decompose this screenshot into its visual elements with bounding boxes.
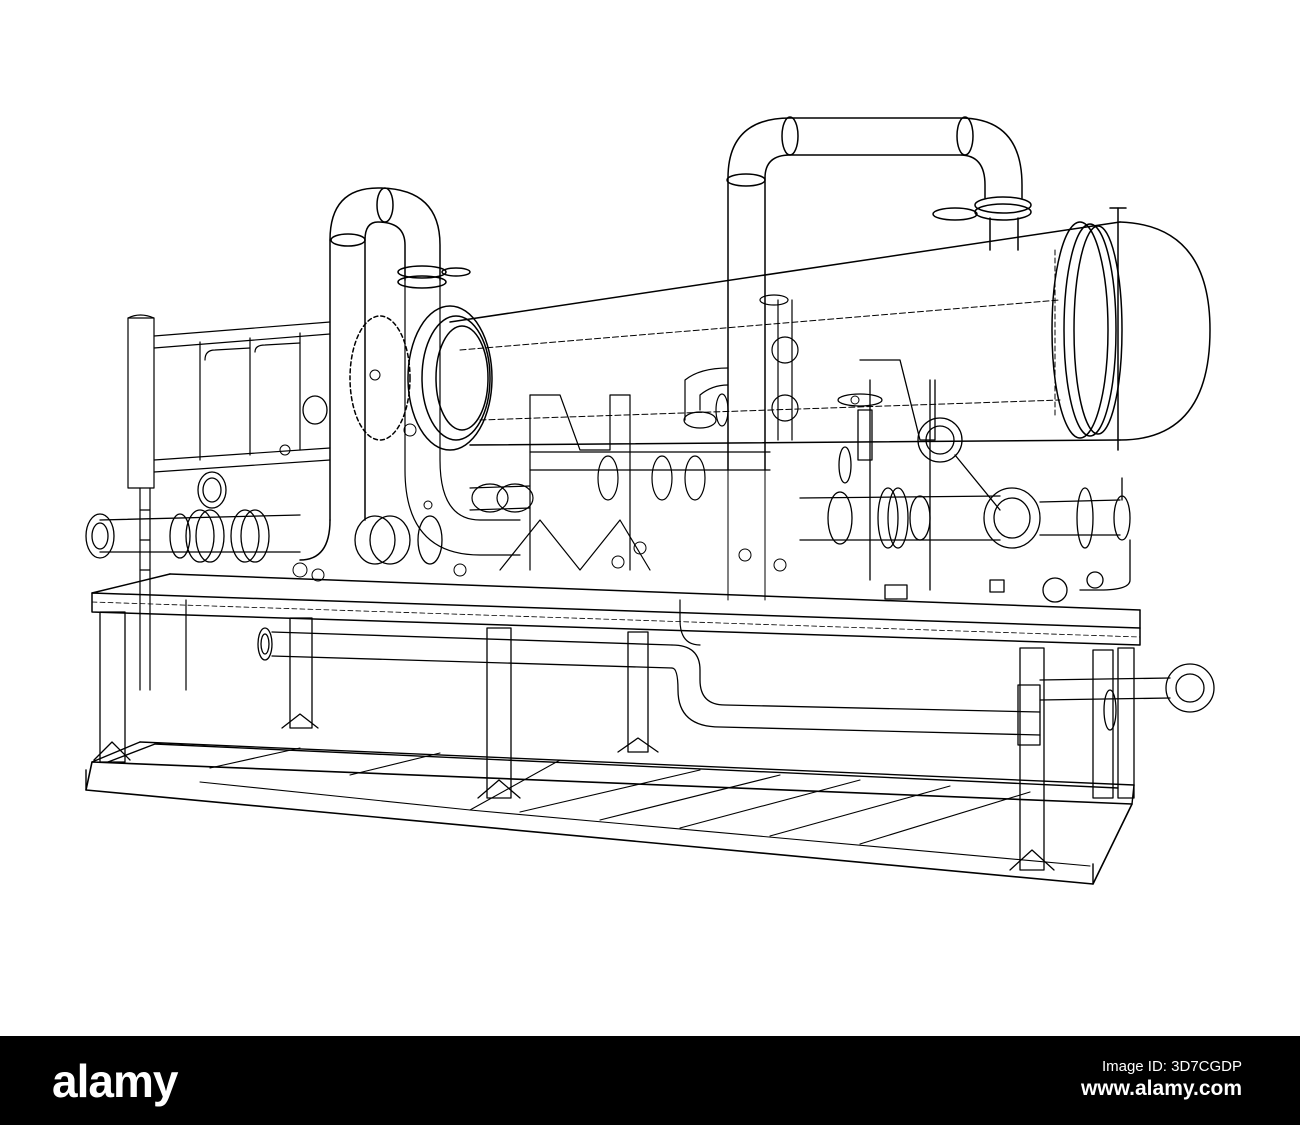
left-horizontal-pipe bbox=[85, 395, 443, 565]
middle-pipework bbox=[404, 279, 799, 571]
footer-url: www.alamy.com bbox=[1080, 1077, 1242, 1100]
main-vessel bbox=[449, 207, 1211, 451]
left-flange bbox=[349, 305, 493, 451]
tall-u-pipe bbox=[726, 116, 1032, 471]
right-pipework bbox=[799, 359, 1131, 603]
alamy-logo: alamy bbox=[52, 1055, 178, 1107]
top-deck bbox=[91, 573, 1141, 646]
lower-pipe bbox=[257, 599, 1215, 746]
support-legs bbox=[93, 611, 1135, 871]
industrial-plant-wireframe-drawing bbox=[85, 116, 1215, 885]
image-id-label: Image ID: 3D7CGDP bbox=[1101, 1058, 1242, 1075]
base-skid-frame bbox=[85, 741, 1135, 885]
short-u-pipe bbox=[299, 187, 471, 561]
wireframe-svg bbox=[85, 116, 1215, 885]
footer-meta: Image ID: 3D7CGDP www.alamy.com bbox=[1081, 1058, 1242, 1102]
left-platform-railing bbox=[127, 314, 331, 691]
small-valves bbox=[279, 369, 860, 601]
footer-bar: alamy Image ID: 3D7CGDP www.alamy.com bbox=[0, 1036, 1300, 1125]
